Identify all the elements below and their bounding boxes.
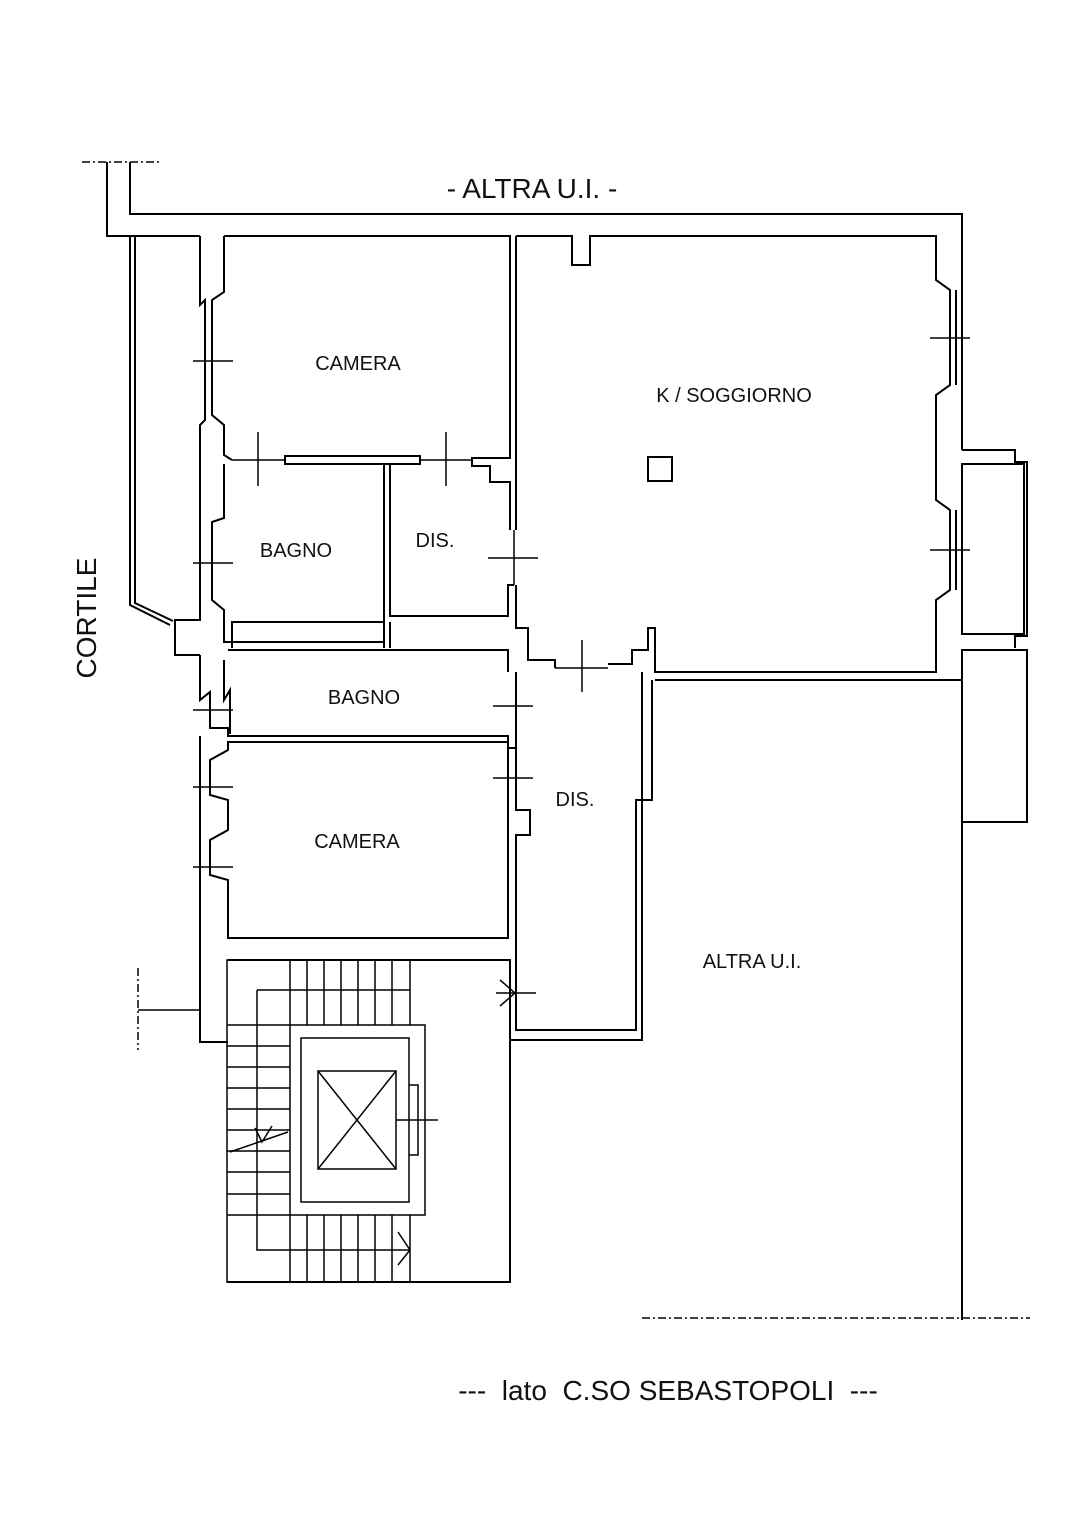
camera-bottom-walls xyxy=(209,741,509,939)
left-wall-lower xyxy=(199,736,228,1043)
street-label: --- lato C.SO SEBASTOPOLI --- xyxy=(458,1375,878,1406)
outer-wall-top xyxy=(129,162,963,450)
camera-top-walls xyxy=(224,235,511,530)
room-label-bagno-2: BAGNO xyxy=(328,687,400,709)
room-label-camera-top: CAMERA xyxy=(315,353,401,375)
stair-east-wall xyxy=(227,1040,511,1283)
dis-2-outer xyxy=(510,672,643,1041)
room-label-soggiorno: K / SOGGIORNO xyxy=(656,385,812,407)
outer-wall-left-top xyxy=(106,162,200,237)
top-neighbor-label: - ALTRA U.I. - xyxy=(447,173,618,204)
door-camera-dis xyxy=(420,432,472,486)
balcony-outer xyxy=(129,236,171,626)
bagno-2-top xyxy=(228,621,509,672)
room-label-altra-ui: ALTRA U.I. xyxy=(703,951,802,973)
camera-top-west xyxy=(211,236,233,461)
stair-arrow-down xyxy=(397,1231,411,1266)
soggiorno-walls xyxy=(516,235,951,673)
bay-window-outer xyxy=(962,449,1028,648)
room-label-dis-1: DIS. xyxy=(416,530,455,552)
staircase xyxy=(226,959,511,1283)
room-label-bagno-1: BAGNO xyxy=(260,540,332,562)
room-label-camera-bottom: CAMERA xyxy=(314,831,400,853)
dis-1-walls xyxy=(389,464,514,617)
partition-wall xyxy=(284,455,421,465)
left-wall-upper xyxy=(174,236,206,656)
door-dis-1 xyxy=(488,530,538,585)
stair-top-wall xyxy=(228,959,511,1040)
window-mark xyxy=(193,786,233,868)
cortile-label: CORTILE xyxy=(71,558,102,679)
door-camera-bagno xyxy=(232,432,285,486)
right-block xyxy=(961,649,1028,823)
bagno-2-west xyxy=(223,660,231,734)
bagno-1-walls xyxy=(211,464,385,643)
balcony-inner xyxy=(134,236,174,622)
stair-arrow-up xyxy=(229,1125,289,1153)
door-soggiorno xyxy=(555,640,608,692)
bay-window xyxy=(961,463,1025,635)
door-entrance xyxy=(496,979,536,1007)
dis-2-walls xyxy=(515,672,653,1031)
elevator xyxy=(289,1024,438,1216)
window-mark xyxy=(930,337,970,551)
soggiorno-corner xyxy=(515,585,556,668)
room-label-dis-2: DIS. xyxy=(556,789,595,811)
pillar xyxy=(647,456,673,482)
